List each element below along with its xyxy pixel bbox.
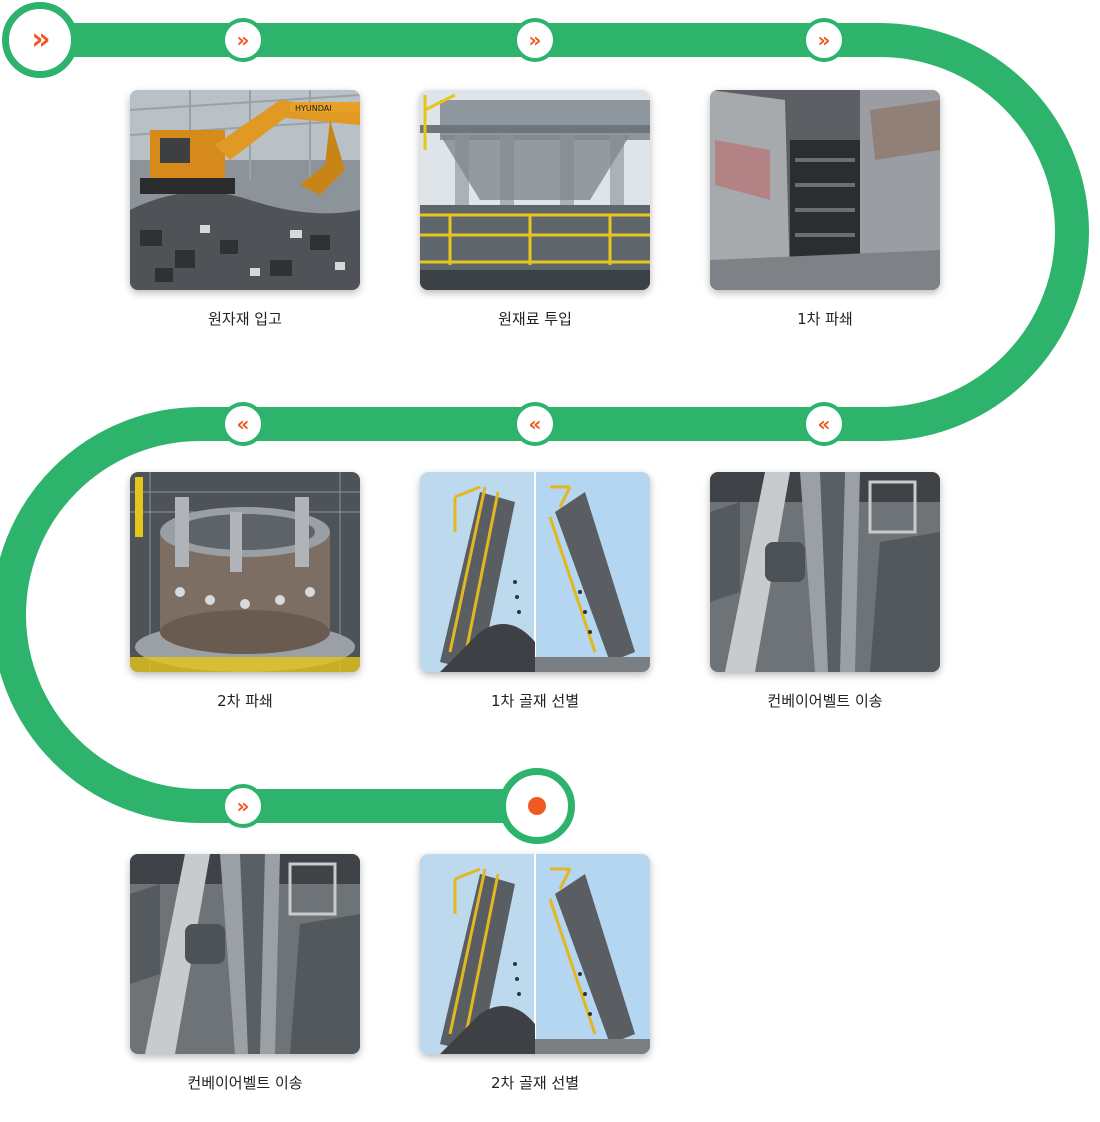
conveyor-belt-photo <box>710 472 940 672</box>
step-card-secondary-aggregate-sorting: 2차 골재 선별 <box>420 854 650 1093</box>
chevron-double-right-icon: » <box>817 28 831 52</box>
excavator-photo: HYUNDAI <box>130 90 360 290</box>
chevron-double-left-icon: « <box>528 412 542 436</box>
step-card-conveyor-transfer: 컨베이어벨트 이송 <box>710 472 940 711</box>
step-card-primary-crushing: 1차 파쇄 <box>710 90 940 329</box>
conveyor-belt-photo <box>130 854 360 1054</box>
step-marker: « <box>221 402 265 446</box>
step-caption: 1차 골재 선별 <box>490 692 580 710</box>
step-marker: » <box>221 18 265 62</box>
step-marker: » <box>221 784 265 828</box>
step-marker: « <box>513 402 557 446</box>
feed-hopper-photo <box>420 90 650 290</box>
step-caption: 원자재 입고 <box>208 310 282 328</box>
step-caption: 2차 골재 선별 <box>490 1074 580 1092</box>
step-card-primary-aggregate-sorting: 1차 골재 선별 <box>420 472 650 711</box>
step-caption: 2차 파쇄 <box>217 692 273 710</box>
end-marker <box>499 768 575 844</box>
chevron-double-right-icon: » <box>236 794 250 818</box>
step-caption: 컨베이어벨트 이송 <box>767 692 883 710</box>
chevron-double-right-icon: » <box>528 28 542 52</box>
cone-crusher-photo <box>130 472 360 672</box>
step-marker: » <box>513 18 557 62</box>
jaw-crusher-photo <box>710 90 940 290</box>
step-card-secondary-crushing: 2차 파쇄 <box>130 472 360 711</box>
start-marker: » <box>2 2 78 78</box>
svg-text:HYUNDAI: HYUNDAI <box>295 104 332 113</box>
step-marker: « <box>802 402 846 446</box>
chevron-double-right-icon: » <box>31 22 51 57</box>
step-card-material-feed: 원재료 투입 <box>420 90 650 329</box>
step-card-conveyor-transfer-2: 컨베이어벨트 이송 <box>130 854 360 1093</box>
chevron-double-left-icon: « <box>236 412 250 436</box>
step-caption: 원재료 투입 <box>498 310 572 328</box>
step-card-raw-material-intake: HYUNDAI 원자재 입고 <box>130 90 360 329</box>
step-caption: 컨베이어벨트 이송 <box>187 1074 303 1092</box>
stacker-conveyor-photo <box>420 472 650 672</box>
step-marker: » <box>802 18 846 62</box>
stacker-conveyor-photo <box>420 854 650 1054</box>
end-dot-icon <box>528 797 546 815</box>
chevron-double-left-icon: « <box>817 412 831 436</box>
step-caption: 1차 파쇄 <box>797 310 853 328</box>
chevron-double-right-icon: » <box>236 28 250 52</box>
